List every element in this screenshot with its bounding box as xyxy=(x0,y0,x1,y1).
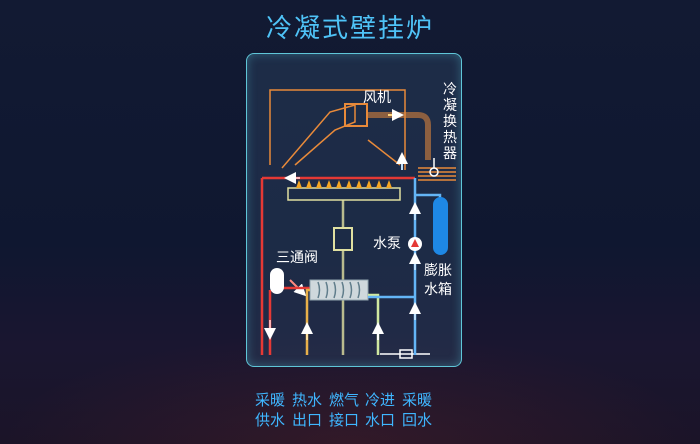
burner xyxy=(287,187,401,201)
bottom-label-heating-return: 采暖回水 xyxy=(401,391,432,429)
exhaust-flue xyxy=(367,112,431,160)
casing-outline xyxy=(269,89,406,170)
condensing-exchanger-label: 冷 凝 换 热 器 xyxy=(443,82,457,162)
combustion-hood xyxy=(281,104,356,169)
gas-valve xyxy=(333,227,353,251)
hood-right xyxy=(367,139,401,166)
cold-water-inlet xyxy=(368,293,380,355)
bottom-label-hot-water-outlet: 热水出口 xyxy=(291,391,322,429)
burner-flames xyxy=(296,180,392,188)
three-way-valve xyxy=(270,268,284,294)
three-way-valve-label: 三通阀 xyxy=(276,250,318,266)
bottom-label-gas-inlet: 燃气接口 xyxy=(328,391,359,429)
expansion-tank-label-2: 水箱 xyxy=(424,282,452,298)
condensing-coil xyxy=(418,167,456,181)
bottom-label-cold-water-inlet: 冷进水口 xyxy=(364,391,395,429)
expansion-tank-label-1: 膨胀 xyxy=(424,263,452,279)
page-title: 冷凝式壁挂炉 xyxy=(265,14,434,44)
bottom-label-heating-supply: 采暖供水 xyxy=(254,391,285,429)
expansion-tank xyxy=(433,197,448,255)
fan-label: 风机 xyxy=(363,90,391,106)
water-pump-label: 水泵 xyxy=(373,236,401,252)
